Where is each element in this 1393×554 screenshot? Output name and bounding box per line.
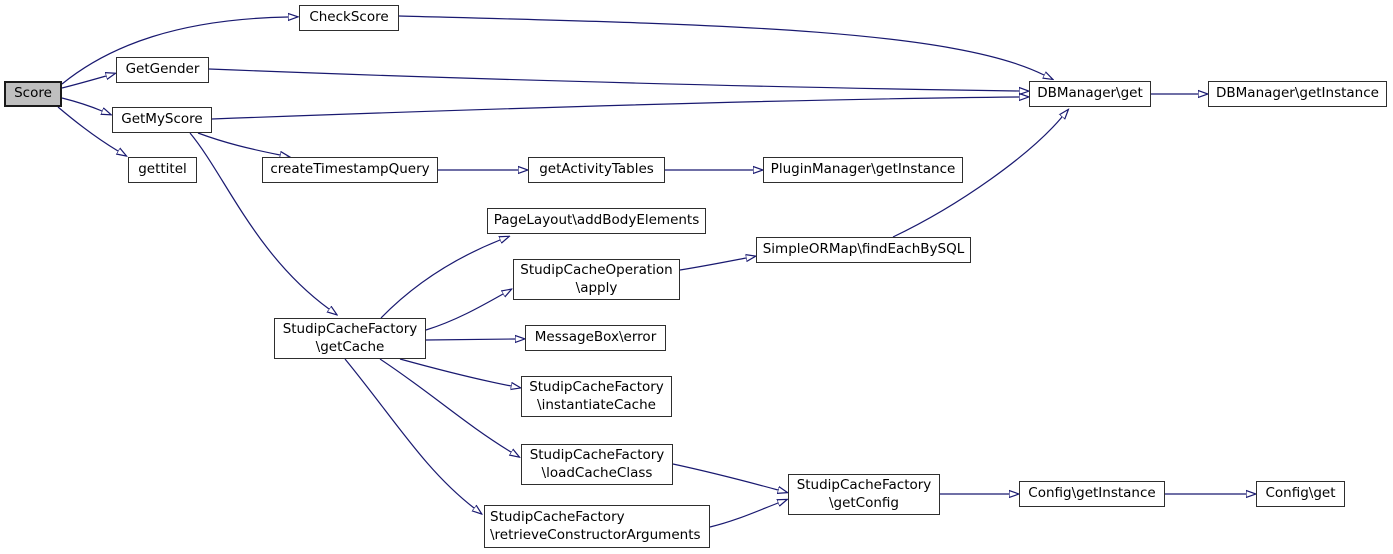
node-studipcachefactory-instantiatecache[interactable]: StudipCacheFactory \instantiateCache — [521, 376, 672, 417]
node-createtimestampquery[interactable]: createTimestampQuery — [262, 157, 438, 183]
node-getgender[interactable]: GetGender — [116, 57, 209, 83]
node-config-getinstance[interactable]: Config\getInstance — [1019, 481, 1165, 507]
node-studipcachefactory-getconfig[interactable]: StudipCacheFactory \getConfig — [788, 474, 940, 515]
node-dbmanager-get[interactable]: DBManager\get — [1029, 81, 1151, 107]
edge-score-to-gettitel — [57, 106, 118, 151]
node-getmyscore[interactable]: GetMyScore — [112, 107, 212, 133]
node-getactivitytables[interactable]: getActivityTables — [528, 157, 665, 183]
edge-getmyscore-to-dbmanager-get — [211, 97, 1019, 120]
node-gettitel[interactable]: gettitel — [128, 157, 197, 183]
edge-getcache-to-apply — [425, 294, 503, 331]
edge-getgender-to-dbmanager-get — [208, 68, 1019, 91]
edge-apply-to-findeachbysql — [679, 258, 746, 271]
edge-getcache-to-messagebox-error — [425, 339, 515, 340]
edge-getcache-to-loadcacheclass — [379, 358, 511, 452]
node-dbmanager-getinstance[interactable]: DBManager\getInstance — [1208, 81, 1387, 107]
node-config-get[interactable]: Config\get — [1256, 481, 1345, 507]
edge-checkscore-to-dbmanager-get — [398, 15, 1044, 75]
node-studipcachefactory-retrieveconstructorarguments[interactable]: StudipCacheFactory \retrieveConstructorA… — [484, 505, 710, 548]
node-simpleormap-findeachbysql[interactable]: SimpleORMap\findEachBySQL — [756, 237, 971, 263]
node-studipcacheoperation-apply[interactable]: StudipCacheOperation \apply — [513, 259, 680, 300]
node-studipcachefactory-loadcacheclass[interactable]: StudipCacheFactory \loadCacheClass — [521, 444, 673, 485]
edge-score-to-checkscore — [61, 17, 288, 85]
edge-getmyscore-to-getcache — [189, 132, 329, 309]
edge-findeachbysql-to-dbmanager-get — [892, 117, 1062, 238]
edge-getcache-to-pagelayout-addbodyelements — [380, 240, 500, 319]
node-messagebox-error[interactable]: MessageBox\error — [525, 325, 666, 351]
node-pluginmanager-getinstance[interactable]: PluginManager\getInstance — [763, 157, 963, 183]
node-score: Score — [4, 81, 62, 107]
edge-retrieveconstructorarguments-to-getconfig — [709, 503, 778, 528]
edge-getcache-to-retrieveconstructorarguments — [344, 358, 474, 508]
node-studipcachefactory-getcache[interactable]: StudipCacheFactory \getCache — [274, 318, 426, 359]
node-pagelayout-addbodyelements[interactable]: PageLayout\addBodyElements — [487, 208, 706, 234]
edge-loadcacheclass-to-getconfig — [672, 463, 778, 490]
node-checkscore[interactable]: CheckScore — [299, 5, 399, 31]
edge-score-to-getgender — [61, 76, 106, 89]
edge-score-to-getmyscore — [61, 97, 102, 111]
edge-getmyscore-to-createtimestampquery — [197, 132, 280, 155]
edge-getcache-to-instantiatecache — [399, 358, 511, 386]
